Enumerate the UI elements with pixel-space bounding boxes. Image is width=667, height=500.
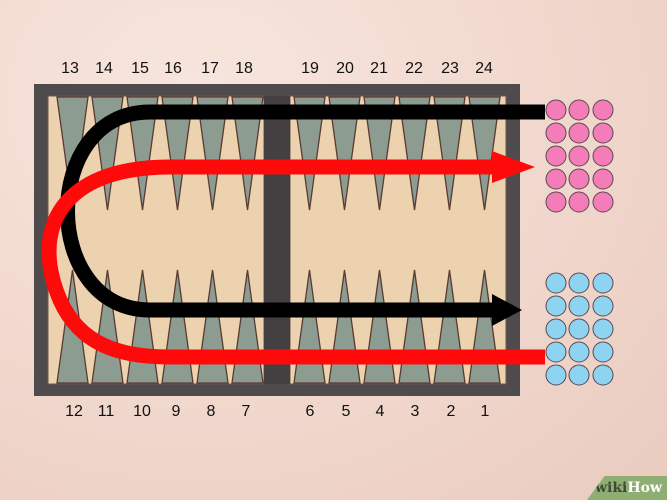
triangle-point — [196, 96, 229, 211]
point-number: 12 — [65, 403, 83, 420]
triangle-point — [398, 96, 431, 211]
pink-checker — [592, 145, 614, 167]
blue-checker — [592, 272, 614, 294]
point-number: 7 — [242, 403, 251, 420]
blue-checker — [568, 295, 590, 317]
blue-checker — [592, 318, 614, 340]
point-number: 10 — [133, 403, 151, 420]
pink-checker — [568, 99, 590, 121]
point-number: 21 — [370, 60, 388, 77]
right-half — [289, 95, 507, 385]
blue-checker — [568, 318, 590, 340]
point-number: 23 — [441, 60, 459, 77]
red-path — [41, 159, 545, 365]
point-number: 24 — [475, 60, 493, 77]
point-number: 19 — [301, 60, 319, 77]
pink-checker — [568, 191, 590, 213]
blue-checker — [545, 318, 567, 340]
pink-checker — [592, 122, 614, 144]
pink-checker — [545, 122, 567, 144]
pink-checker — [545, 145, 567, 167]
triangle-point — [363, 96, 396, 211]
blue-checker — [592, 341, 614, 363]
movement-paths — [41, 104, 545, 365]
triangle-point — [161, 96, 194, 211]
blue-checker — [545, 272, 567, 294]
red-arrow-head — [492, 151, 535, 183]
triangle-point — [231, 96, 264, 211]
pink-checker — [545, 99, 567, 121]
blue-checker — [545, 341, 567, 363]
pink-checker — [592, 191, 614, 213]
checkers — [545, 99, 614, 386]
pink-checker — [592, 99, 614, 121]
point-number: 9 — [172, 403, 181, 420]
blue-checker — [568, 341, 590, 363]
blue-checker — [592, 364, 614, 386]
triangle-point — [293, 96, 326, 211]
point-number: 6 — [306, 403, 315, 420]
point-number: 4 — [376, 403, 385, 420]
pink-checker — [592, 168, 614, 190]
pink-checker — [545, 191, 567, 213]
point-number: 14 — [95, 60, 113, 77]
triangle-point — [433, 96, 466, 211]
blue-checker — [545, 295, 567, 317]
point-number: 1 — [481, 403, 490, 420]
point-number: 16 — [164, 60, 182, 77]
pink-checker — [568, 168, 590, 190]
point-number: 18 — [235, 60, 253, 77]
pink-checker — [568, 122, 590, 144]
blue-checker — [568, 364, 590, 386]
triangle-point — [126, 96, 159, 211]
point-number: 5 — [342, 403, 351, 420]
point-number: 2 — [447, 403, 456, 420]
blue-checker — [592, 295, 614, 317]
blue-checker — [545, 364, 567, 386]
point-number: 11 — [98, 403, 115, 420]
pink-checker — [545, 168, 567, 190]
bar — [264, 96, 290, 384]
point-number: 15 — [131, 60, 149, 77]
point-number: 17 — [201, 60, 219, 77]
pink-checker — [568, 145, 590, 167]
triangle-point — [328, 96, 361, 211]
point-number: 20 — [336, 60, 354, 77]
point-number: 3 — [411, 403, 420, 420]
point-number: 13 — [61, 60, 79, 77]
black-arrow-head — [492, 294, 522, 326]
point-number: 22 — [405, 60, 423, 77]
point-number: 8 — [207, 403, 216, 420]
blue-checker — [568, 272, 590, 294]
